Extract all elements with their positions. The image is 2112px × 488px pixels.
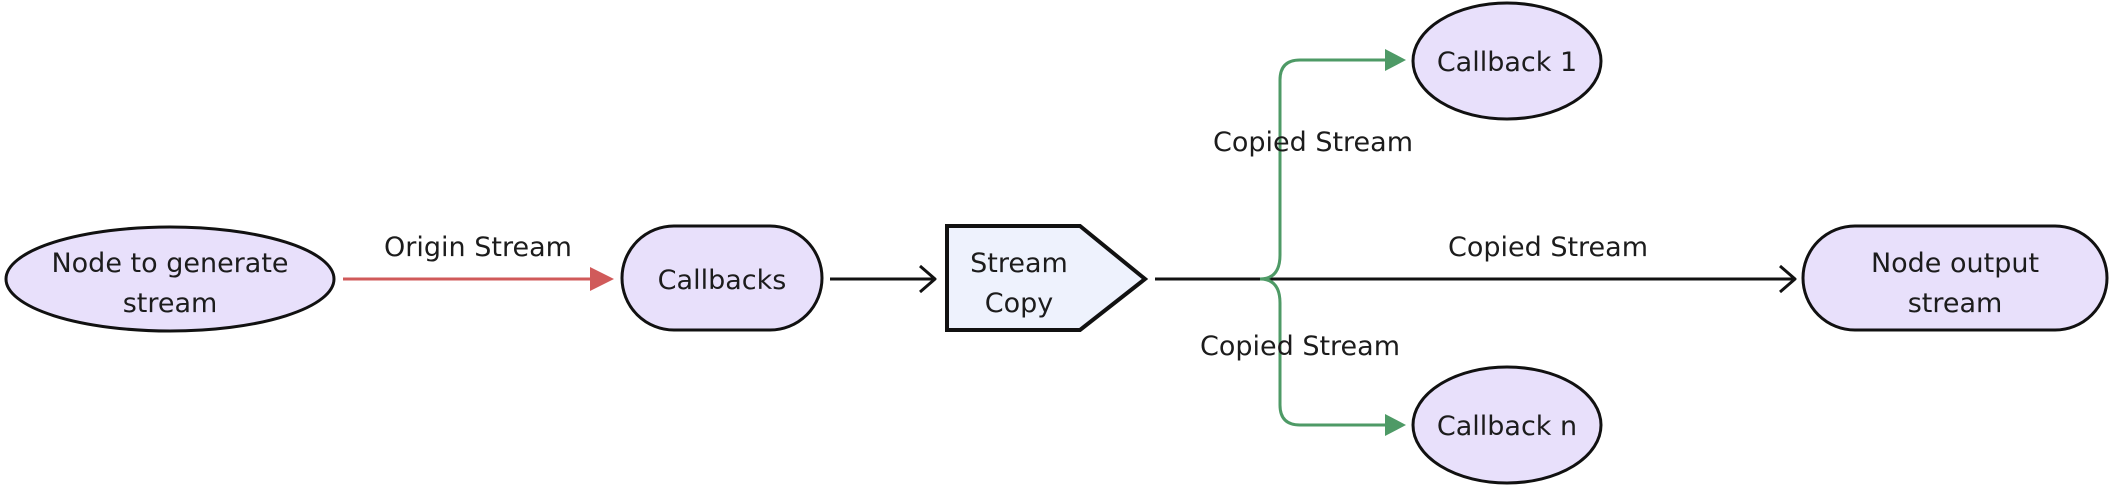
node-callback-n: Callback n: [1411, 365, 1603, 485]
node-callback-n-label: Callback n: [1437, 411, 1577, 442]
node-generate-line1: Node to generate: [51, 248, 288, 279]
node-output-line2: stream: [1908, 288, 2003, 319]
node-generate-stream: Node to generate stream: [4, 225, 336, 333]
copied-stream-top-label: Copied Stream: [1213, 127, 1413, 158]
node-callbacks-label: Callbacks: [658, 265, 787, 296]
node-stream-copy-line1: Stream: [970, 248, 1068, 279]
origin-stream-label: Origin Stream: [384, 232, 572, 263]
callbacks-to-copy-edge: [830, 264, 937, 294]
origin-stream-edge: [343, 267, 614, 291]
copied-stream-bottom-label: Copied Stream: [1200, 331, 1400, 362]
copy-to-callback-n-edge: [1259, 277, 1406, 436]
node-output-stream: Node output stream: [1801, 224, 2109, 332]
node-callbacks: Callbacks: [620, 224, 824, 332]
node-stream-copy: Stream Copy: [945, 224, 1149, 332]
node-stream-copy-line2: Copy: [985, 288, 1054, 319]
copied-stream-main-label: Copied Stream: [1448, 232, 1648, 263]
copy-to-callback-1-edge: [1259, 49, 1406, 281]
copy-to-output-edge: [1155, 264, 1797, 294]
node-output-line1: Node output: [1871, 248, 2039, 279]
node-callback-1: Callback 1: [1411, 1, 1603, 121]
node-callback-1-label: Callback 1: [1437, 47, 1577, 78]
node-generate-line2: stream: [123, 288, 218, 319]
